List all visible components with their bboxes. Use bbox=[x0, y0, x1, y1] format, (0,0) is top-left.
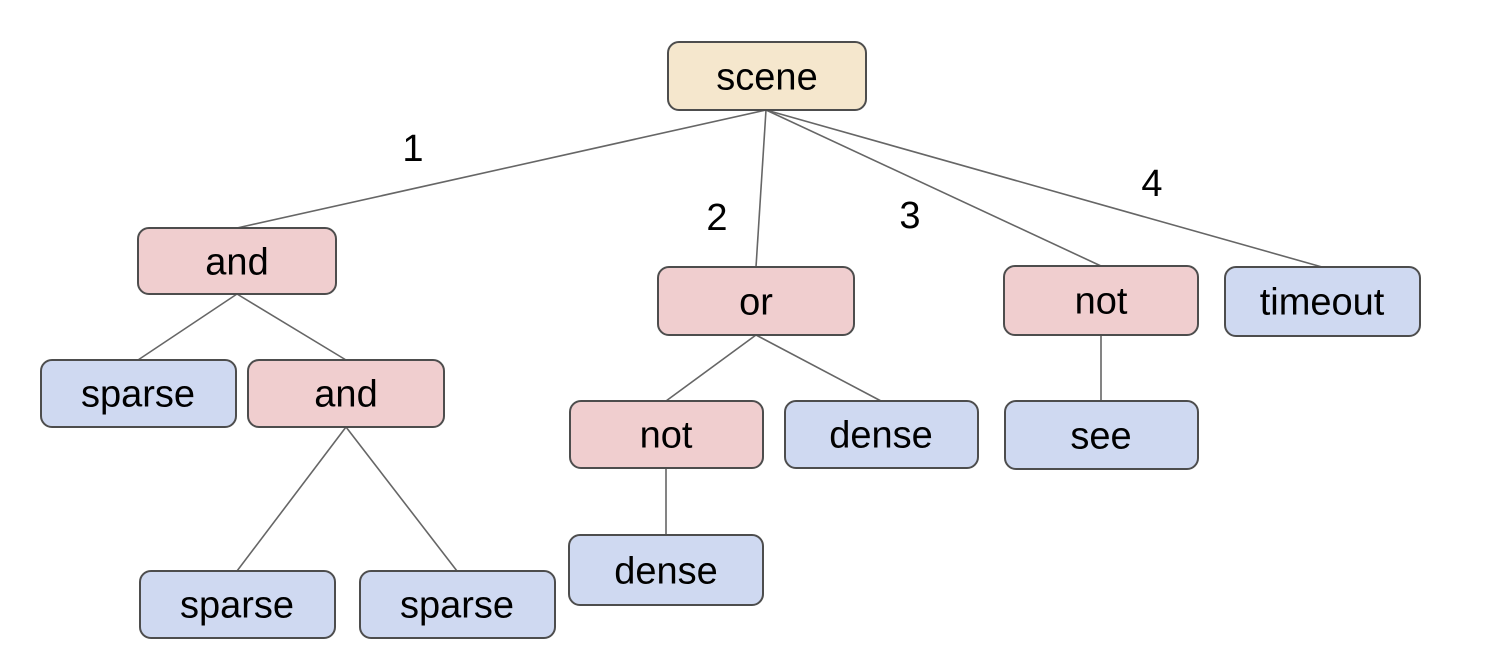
node-dense-2: dense bbox=[568, 534, 764, 606]
edge-or-not bbox=[665, 334, 757, 402]
node-sparse-3-label: sparse bbox=[400, 584, 514, 626]
node-dense-2-box bbox=[568, 534, 764, 606]
edge-scene-or bbox=[755, 109, 767, 268]
edge-and-and bbox=[236, 293, 347, 361]
node-or: or bbox=[657, 266, 855, 336]
node-and-2: and bbox=[247, 359, 445, 428]
node-sparse-2-box bbox=[139, 570, 336, 639]
node-dense-1: dense bbox=[784, 400, 979, 469]
node-timeout-label: timeout bbox=[1260, 281, 1385, 323]
node-timeout: timeout bbox=[1224, 266, 1421, 337]
edge-scene-and bbox=[236, 109, 767, 229]
node-dense-1-label: dense bbox=[829, 414, 933, 456]
node-scene-box bbox=[667, 41, 867, 111]
node-sparse-1-label: sparse bbox=[81, 373, 195, 415]
node-sparse-1-box bbox=[40, 359, 237, 428]
node-sparse-2: sparse bbox=[139, 570, 336, 639]
edge-or-dense bbox=[755, 334, 882, 402]
edge-label-4: 4 bbox=[1141, 163, 1162, 205]
edge-scene-timeout bbox=[765, 109, 1323, 268]
node-not-1-label: not bbox=[1075, 280, 1128, 322]
node-timeout-box bbox=[1224, 266, 1421, 337]
node-not-1: not bbox=[1003, 265, 1199, 336]
node-see-label: see bbox=[1070, 415, 1131, 457]
node-or-label: or bbox=[739, 281, 773, 323]
node-and-2-label: and bbox=[314, 373, 377, 415]
node-and-1: and bbox=[137, 227, 337, 295]
edge-and-sparse bbox=[137, 293, 238, 361]
node-or-box bbox=[657, 266, 855, 336]
node-see: see bbox=[1004, 400, 1199, 470]
node-dense-1-box bbox=[784, 400, 979, 469]
edge-label-1: 1 bbox=[402, 128, 423, 170]
edge-and2-sparse-left bbox=[236, 426, 347, 572]
node-dense-2-label: dense bbox=[614, 550, 718, 592]
node-not-2-box bbox=[569, 400, 764, 469]
node-and-1-label: and bbox=[205, 241, 268, 283]
edge-label-2: 2 bbox=[706, 197, 727, 239]
node-sparse-1: sparse bbox=[40, 359, 237, 428]
node-scene-label: scene bbox=[716, 56, 817, 98]
node-sparse-3: sparse bbox=[359, 570, 556, 639]
node-sparse-2-label: sparse bbox=[180, 584, 294, 626]
node-sparse-3-box bbox=[359, 570, 556, 639]
edge-scene-not bbox=[765, 109, 1102, 267]
node-scene: scene bbox=[667, 41, 867, 111]
node-not-1-box bbox=[1003, 265, 1199, 336]
node-not-2: not bbox=[569, 400, 764, 469]
node-and-1-box bbox=[137, 227, 337, 295]
node-and-2-box bbox=[247, 359, 445, 428]
edge-and2-sparse-right bbox=[345, 426, 458, 572]
edge-label-3: 3 bbox=[899, 195, 920, 237]
node-see-box bbox=[1004, 400, 1199, 470]
node-not-2-label: not bbox=[640, 414, 693, 456]
